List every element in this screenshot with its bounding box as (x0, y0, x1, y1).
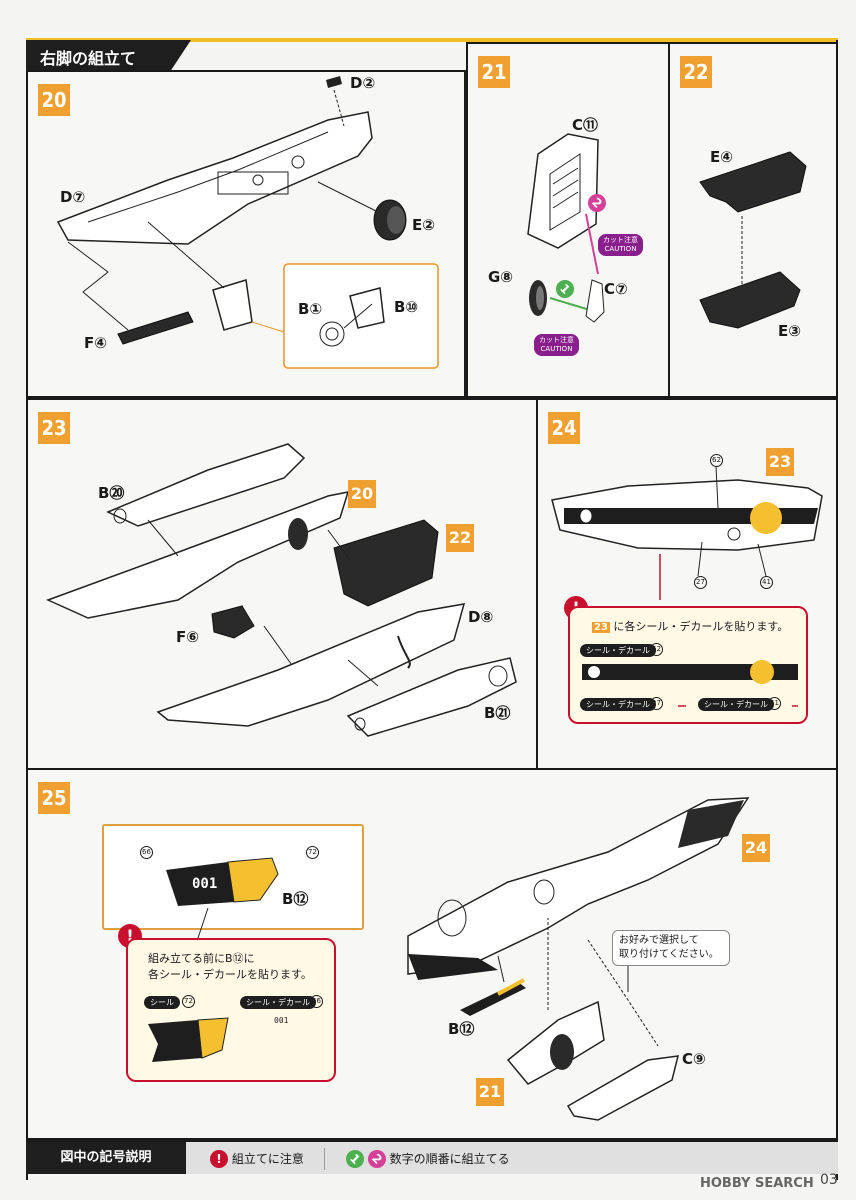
warn-line-2: 各シール・デカールを貼ります。 (148, 968, 312, 981)
sticker-72-label: シール (144, 996, 180, 1009)
legend-warning: ! 組立てに注意 (210, 1150, 304, 1168)
step-21-panel: 21 C⑪ G⑧ C⑦ 2 1 カット注意 CAUTION カット注意 CAUT… (466, 42, 670, 398)
part-label-e2: E② (412, 216, 435, 234)
step-24-drawing (551, 465, 823, 600)
legend-title: 図中の記号説明 (26, 1142, 186, 1174)
sticker-66-number: 66 (310, 995, 323, 1008)
callout-27: 27 (694, 576, 707, 589)
ref-step-21: 21 (476, 1078, 504, 1106)
part-label-b10: B⑩ (394, 298, 419, 316)
part-label-e4: E④ (710, 148, 733, 166)
sticker-001-preview: 001 (274, 1016, 289, 1025)
decal-detail-box (102, 824, 364, 930)
sticker-62-number: 62 (650, 643, 663, 656)
part-label-e3: E③ (778, 322, 801, 340)
page-number: 03 (820, 1172, 838, 1188)
note-ref-23: 23 (592, 622, 610, 633)
step-20-panel: 20 D② D⑦ E② F④ B① B⑩ (26, 70, 466, 398)
part-label-b21: B㉑ (484, 704, 511, 722)
part-label-b20: B⑳ (98, 484, 125, 502)
part-label-b1: B① (298, 300, 323, 318)
order-1-icon: 1 (342, 1146, 368, 1172)
callout-72: 72 (306, 846, 319, 859)
note-text: に各シール・デカールを貼ります。 (613, 620, 789, 633)
b12-decal-note: 組み立てる前にB⑫に 各シール・デカールを貼ります。 シール 72 シール・デカ… (126, 938, 336, 1082)
order-2-icon: 2 (364, 1146, 390, 1172)
part-label-g8: G⑧ (488, 268, 514, 286)
step-25-drawing (166, 797, 750, 1121)
step-number: 22 (680, 56, 712, 88)
legend-order: 1 2 数字の順番に組立てる (342, 1146, 510, 1172)
step-24-panel: 24 23 62 27 41 ! 23 に各シール・デカールを貼ります。 シール… (536, 398, 838, 770)
ref-step-20: 20 (348, 480, 376, 508)
step-20-drawing (56, 76, 439, 369)
sticker-72-number: 72 (182, 995, 195, 1008)
step-23-drawing (46, 443, 517, 737)
ref-step-24: 24 (742, 834, 770, 862)
step-25-panel: 25 24 21 66 72 001 B⑫ ! 組み立てる前にB⑫に 各シール・… (26, 768, 838, 1140)
sticker-72-preview (148, 1017, 229, 1062)
step-number: 25 (38, 782, 70, 814)
caution-cut-bottom: カット注意 CAUTION (534, 334, 579, 356)
part-label-d7: D⑦ (60, 188, 86, 206)
step-number: 24 (548, 412, 580, 444)
option-note: お好みで選択して 取り付けてください。 (612, 930, 730, 966)
ref-step-23: 23 (766, 448, 794, 476)
step-number: 20 (38, 84, 70, 116)
callout-62: 62 (710, 454, 723, 467)
sticker-41-label: シール・デカール (698, 698, 774, 711)
step-21-drawing (527, 133, 605, 323)
sticker-62-label: シール・デカール (580, 644, 656, 657)
part-label-f4: F④ (84, 334, 107, 352)
sticker-66-label: シール・デカール (240, 996, 316, 1009)
legend-bar: 図中の記号説明 ! 組立てに注意 1 2 数字の順番に組立てる (26, 1140, 838, 1174)
sticker-27-number: 27 (650, 697, 663, 710)
decal-001-text: 001 (192, 876, 218, 892)
step-22-panel: 22 E④ E③ (668, 42, 838, 398)
warn-line-1: 組み立てる前にB⑫に (148, 952, 255, 965)
caution-cut-top: カット注意 CAUTION (598, 234, 643, 256)
step-23-panel: 23 B⑳ F⑥ D⑧ B㉑ 20 22 (26, 398, 538, 770)
part-label-b12: B⑫ (282, 890, 309, 908)
sticker-62-preview (582, 660, 798, 707)
step-number: 21 (478, 56, 510, 88)
part-label-c11: C⑪ (572, 116, 599, 134)
part-label-f6: F⑥ (176, 628, 199, 646)
step-22-drawing (699, 151, 807, 329)
decal-note-box: 23 に各シール・デカールを貼ります。 シール・デカール 62 シール・デカール… (568, 606, 808, 724)
watermark: HOBBY SEARCH (700, 1176, 814, 1191)
part-label-d2: D② (350, 74, 376, 92)
part-label-c7: C⑦ (604, 280, 628, 298)
sticker-27-label: シール・デカール (580, 698, 656, 711)
sticker-41-number: 41 (768, 697, 781, 710)
callout-41: 41 (760, 576, 773, 589)
part-label-b12-assembly: B⑫ (448, 1020, 475, 1038)
step-number: 23 (38, 412, 70, 444)
part-label-d8: D⑧ (468, 608, 494, 626)
legend-divider (324, 1148, 325, 1170)
part-label-c9: C⑨ (682, 1050, 706, 1068)
warning-icon: ! (210, 1150, 228, 1168)
page-title: 右脚の組立て (26, 40, 191, 70)
callout-66: 66 (140, 846, 153, 859)
top-accent-band (26, 28, 838, 42)
ref-step-22: 22 (446, 524, 474, 552)
